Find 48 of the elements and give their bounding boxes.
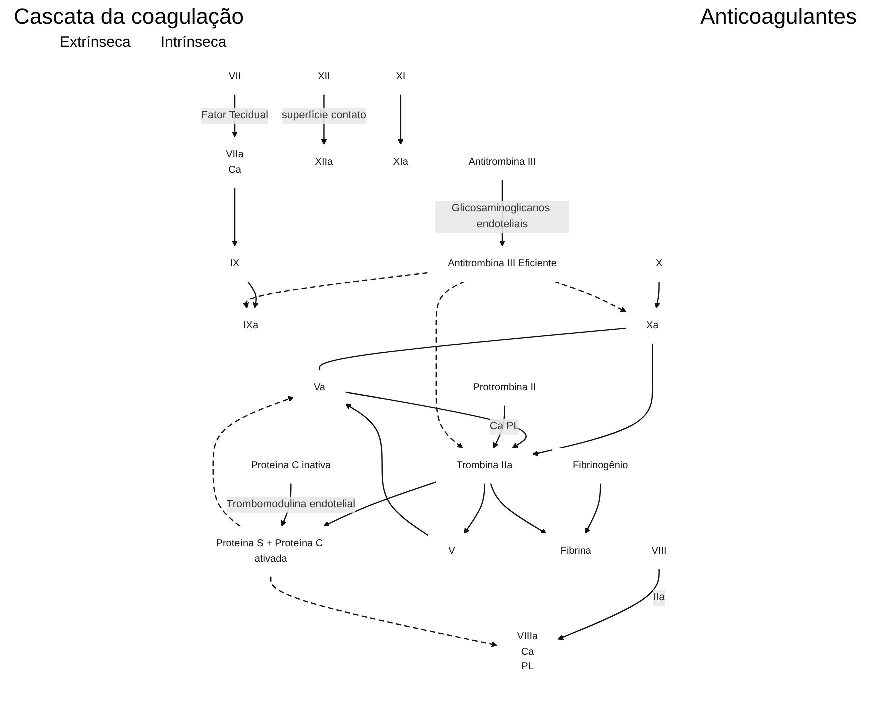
pathway-label: Intrínseca bbox=[160, 34, 227, 53]
heading: Anticoagulantes bbox=[700, 4, 857, 31]
node-text: XI bbox=[396, 70, 406, 82]
arrow bbox=[490, 483, 547, 534]
diagram-title: Cascata da coagulação bbox=[14, 4, 244, 31]
node-text: Antitrombina III bbox=[468, 156, 536, 168]
arrow bbox=[436, 281, 466, 449]
node-text: XII bbox=[318, 70, 330, 82]
edge-label: Fator Tecidual bbox=[201, 110, 269, 122]
node-text: Antitrombina III Eficiente bbox=[448, 258, 557, 270]
edge-label: Ca PL bbox=[490, 420, 520, 432]
node-text: Proteína S + Proteína C ativada bbox=[216, 538, 324, 564]
arrow bbox=[398, 94, 404, 146]
node-text: Proteína C inativa bbox=[251, 460, 332, 472]
arrow bbox=[532, 344, 654, 456]
node-text: Fibrinogênio bbox=[572, 460, 628, 472]
node-text: IX bbox=[230, 258, 240, 270]
pathway-label: Extrínseca bbox=[60, 34, 131, 53]
node-text: X bbox=[656, 258, 663, 270]
node-text: VII bbox=[228, 70, 242, 82]
arrow bbox=[243, 272, 428, 309]
arrow bbox=[324, 482, 437, 527]
edge-label: IIa bbox=[653, 592, 666, 604]
node-text: XIa bbox=[393, 156, 408, 168]
edge-label: Trombomodulina endotelial bbox=[226, 498, 356, 510]
arrow bbox=[464, 483, 486, 534]
arrow bbox=[654, 282, 660, 309]
arrow bbox=[232, 188, 238, 247]
node-text: Xa bbox=[646, 320, 659, 332]
arrow bbox=[247, 281, 259, 309]
node-text: IXa bbox=[244, 320, 259, 332]
node-text: Va bbox=[314, 382, 326, 394]
node-text: XIIa bbox=[315, 156, 334, 168]
arrow bbox=[554, 281, 627, 312]
arrow bbox=[345, 404, 429, 536]
node-text: Protrombina II bbox=[473, 382, 536, 394]
connector bbox=[319, 328, 626, 370]
node-text: VIIa Ca bbox=[226, 148, 244, 176]
node-text: Trombina IIa bbox=[456, 460, 513, 472]
node-text: VIIIa Ca PL bbox=[517, 630, 538, 672]
edge-label: superfície contato bbox=[282, 110, 366, 122]
arrow bbox=[270, 576, 498, 648]
node-text: VIII bbox=[652, 545, 667, 557]
edge-label: Glicosaminoglicanos endoteliais bbox=[452, 202, 550, 230]
arrow bbox=[558, 569, 660, 640]
node-text: Fibrina bbox=[560, 545, 592, 557]
arrow bbox=[585, 483, 602, 534]
node-text: V bbox=[448, 545, 456, 557]
